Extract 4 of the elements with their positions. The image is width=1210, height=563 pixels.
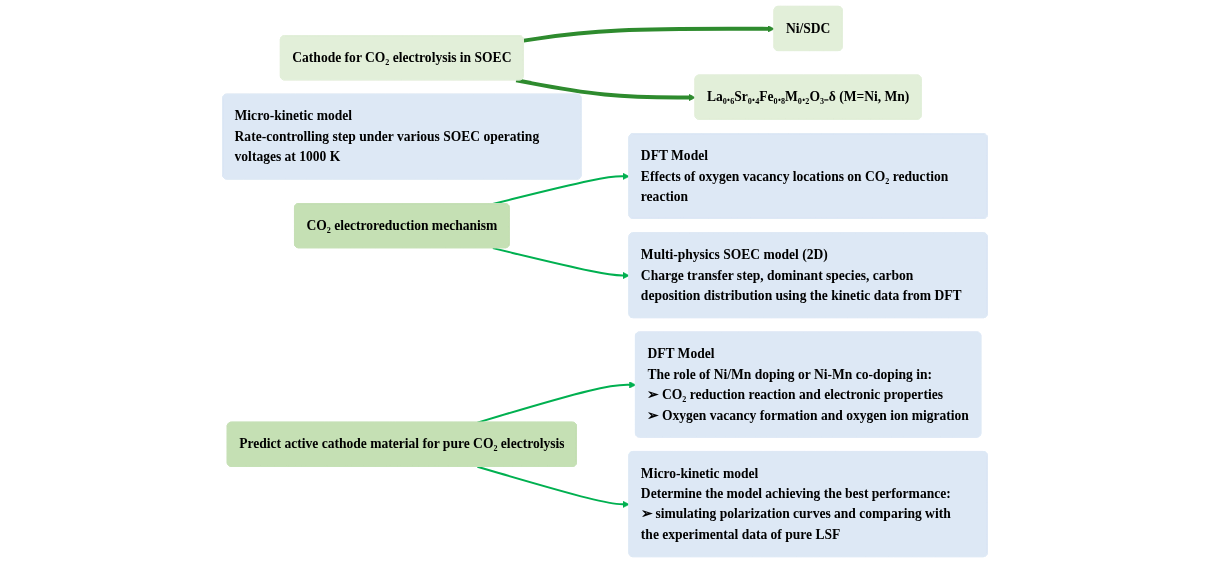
arrow: [476, 465, 630, 508]
arrow: [523, 25, 775, 43]
arrow: [515, 78, 696, 102]
arrow: [491, 247, 630, 280]
